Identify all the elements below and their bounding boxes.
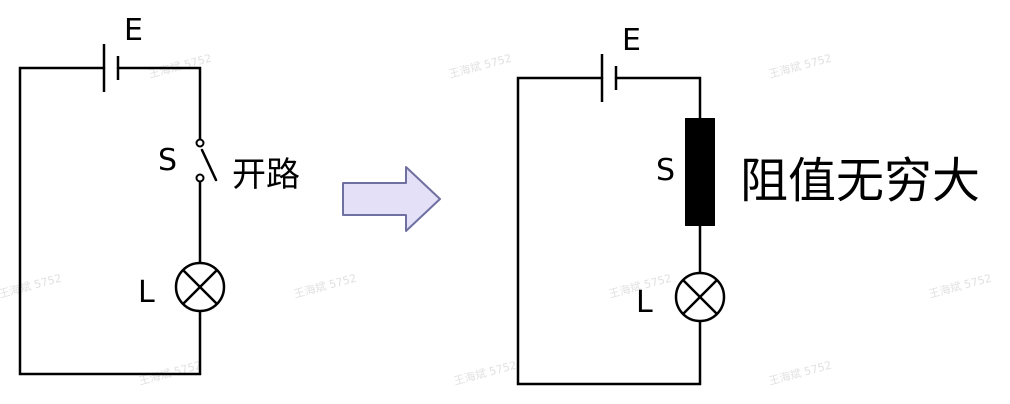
- left-switch-state: 开路: [232, 155, 300, 195]
- watermark-text: 王海斌 5752: [0, 271, 63, 301]
- right-circuit: E S 阻值无穷大 L: [516, 23, 980, 386]
- left-circuit: E S 开路 L: [18, 13, 300, 376]
- right-lamp: [674, 271, 726, 323]
- right-switch-state: 阻值无穷大: [740, 153, 980, 209]
- transform-arrow-icon: [342, 166, 441, 232]
- watermark-text: 王海斌 5752: [447, 51, 513, 81]
- watermark-text: 王海斌 5752: [452, 358, 518, 388]
- switch-blade: [200, 148, 218, 182]
- watermark-text: 王海斌 5752: [292, 271, 358, 301]
- lamp-cross: [682, 279, 718, 315]
- right-wire-loop: [516, 76, 702, 386]
- switch-contact-top: [195, 138, 205, 148]
- watermark-text: 王海斌 5752: [767, 358, 833, 388]
- watermarks: 王海斌 5752 王海斌 5752 王海斌 5752 王海斌 5752 王海斌 …: [0, 51, 993, 388]
- left-wire-loop: [18, 66, 202, 376]
- watermark-text: 王海斌 5752: [927, 271, 993, 301]
- right-switch-label: S: [656, 153, 675, 188]
- watermark-text: 王海斌 5752: [147, 51, 213, 81]
- left-lamp-label: L: [138, 275, 155, 310]
- lamp-cross: [182, 269, 218, 305]
- left-switch-label: S: [158, 143, 177, 178]
- right-battery: [600, 54, 618, 102]
- left-lamp: [174, 261, 226, 313]
- watermark-text: 王海斌 5752: [767, 51, 833, 81]
- switch-contact-bottom: [195, 173, 205, 183]
- right-wire-top-right: [614, 76, 702, 120]
- right-lamp-label: L: [636, 285, 653, 320]
- left-switch: [195, 138, 218, 183]
- left-battery-label: E: [124, 13, 143, 48]
- left-battery: [102, 44, 120, 92]
- left-wire-top-right: [116, 66, 202, 142]
- right-switch-resistor: [685, 118, 715, 226]
- right-battery-label: E: [622, 23, 641, 58]
